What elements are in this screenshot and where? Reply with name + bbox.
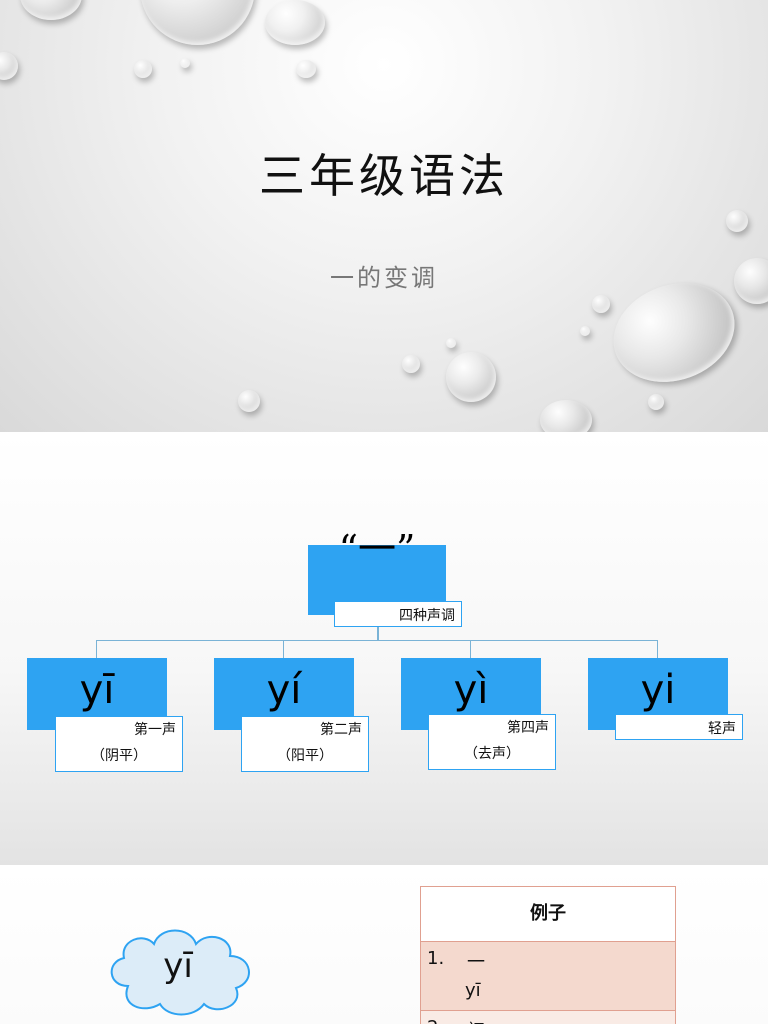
title-slide: 三年级语法 一的变调 (0, 0, 768, 432)
tone-pinyin: yí (266, 667, 302, 713)
tone-label-line2: （去声） (464, 746, 520, 762)
connector-line (657, 640, 658, 658)
water-drop-decoration (580, 326, 590, 336)
tone-label-4: 轻声 (615, 714, 743, 740)
tone-label-3: 第四声 （去声） (428, 714, 556, 770)
tone-label-1: 第一声 （阴平） (55, 716, 183, 772)
table-header: 例子 (421, 887, 675, 942)
connector-line (283, 640, 284, 658)
row-char: 初 (467, 1017, 485, 1024)
water-drop-decoration (134, 60, 152, 78)
tone-pinyin: yì (453, 667, 489, 713)
tone-pinyin: yī (79, 667, 115, 713)
connector-line (377, 626, 379, 641)
slide-title: 三年级语法 (259, 149, 509, 203)
water-drop-decoration (540, 400, 592, 432)
row-pinyin: yī (465, 980, 481, 1001)
root-label-text: 四种声调 (399, 608, 455, 624)
root-label: 四种声调 (334, 601, 462, 627)
tone-label-line1: 轻声 (708, 721, 736, 737)
connector-line (470, 640, 471, 658)
water-drop-decoration (265, 0, 325, 45)
tone-label-line2: （阴平） (91, 748, 147, 764)
water-drop-decoration (446, 352, 496, 402)
connector-line (96, 640, 658, 641)
water-drop-decoration (592, 295, 610, 313)
tone-pinyin: yi (640, 667, 676, 713)
row-char-b: 一 (531, 1017, 549, 1024)
tone-diagram-slide: “一” 四种声调 yī 第一声 （阴平） yí 第二声 （阳平） yì 第四声 … (0, 433, 768, 865)
row-char: 一 (467, 952, 485, 973)
table-row: 1. 一 yī (421, 942, 675, 1011)
row-number: 1. (427, 948, 445, 969)
example-table: 例子 1. 一 yī 2. 初 一 (420, 886, 676, 1024)
example-slide: yī 例子 1. 一 yī 2. 初 一 (0, 866, 768, 1024)
water-drop-decoration (446, 338, 456, 348)
table-row: 2. 初 一 (421, 1011, 675, 1024)
water-drop-decoration (0, 52, 18, 80)
water-drop-decoration (726, 210, 748, 232)
tone-label-line1: 第一声 (134, 722, 176, 738)
row-number: 2. (427, 1017, 444, 1024)
root-char: “一” (338, 527, 416, 571)
connector-line (96, 640, 97, 658)
water-drop-decoration (296, 60, 316, 78)
water-drop-decoration (20, 0, 82, 20)
water-drop-decoration (734, 258, 768, 304)
water-drop-decoration (180, 58, 190, 68)
slide-subtitle: 一的变调 (330, 264, 438, 292)
water-drop-decoration (402, 355, 420, 373)
tone-label-2: 第二声 （阳平） (241, 716, 369, 772)
cloud-pinyin: yī (163, 946, 193, 986)
water-drop-decoration (648, 394, 664, 410)
water-drop-decoration (140, 0, 255, 45)
cloud-icon (110, 929, 250, 1016)
tone-label-line2: （阳平） (277, 748, 333, 764)
tone-label-line1: 第二声 (320, 722, 362, 738)
water-drop-decoration (238, 390, 260, 412)
tone-label-line1: 第四声 (507, 720, 549, 736)
